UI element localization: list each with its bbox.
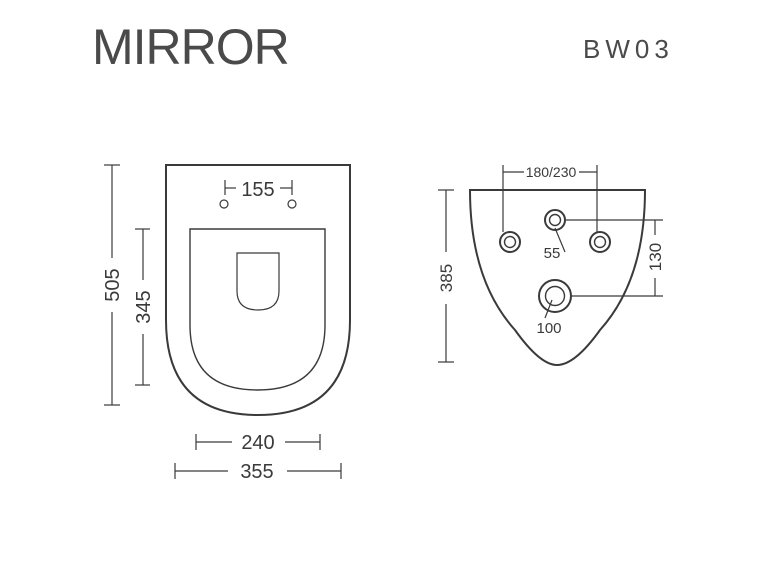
front-inner-opening <box>189 228 326 391</box>
label-outer-holes: 180/230 <box>526 164 577 180</box>
label-top-hole: 55 <box>544 245 561 262</box>
rear-left-hole-outer <box>499 231 521 253</box>
dimension-line-overall-width <box>174 463 342 479</box>
dimension-line-inner-height <box>135 228 150 386</box>
model-code: BW03 <box>583 34 674 64</box>
label-holes: 155 <box>241 179 274 201</box>
front-flush-opening <box>236 252 280 311</box>
leader-drain <box>544 299 553 319</box>
rear-view <box>438 165 663 367</box>
label-rear-height: 385 <box>437 264 456 292</box>
product-title: MIRROR <box>92 19 290 75</box>
dimension-line-outer-holes <box>502 165 598 232</box>
rear-outline <box>468 189 647 367</box>
label-overall-width: 355 <box>240 461 273 483</box>
front-outer-outline <box>165 164 351 417</box>
dimension-line-overall-height <box>104 164 120 406</box>
label-inner-height: 345 <box>133 290 155 323</box>
leader-top-hole <box>554 227 566 253</box>
dimension-line-rear-height <box>438 189 454 363</box>
front-mount-hole-right <box>287 199 297 209</box>
label-overall-height: 505 <box>102 268 124 301</box>
front-view <box>104 164 351 479</box>
rear-drain-outer <box>538 279 572 313</box>
dimension-line-inner-width <box>195 434 321 450</box>
label-hole-spacing: 130 <box>646 243 665 271</box>
dimension-line-hole-spacing <box>566 219 663 297</box>
rear-top-hole-inner <box>548 213 562 227</box>
label-inner-width: 240 <box>241 432 274 454</box>
rear-right-hole-inner <box>593 235 607 249</box>
rear-right-hole-outer <box>589 231 611 253</box>
label-drain: 100 <box>536 320 561 337</box>
rear-top-hole-outer <box>544 209 566 231</box>
rear-left-hole-inner <box>503 235 517 249</box>
front-mount-hole-left <box>219 199 229 209</box>
dimension-line-holes <box>224 180 293 195</box>
rear-drain-inner <box>544 285 566 307</box>
